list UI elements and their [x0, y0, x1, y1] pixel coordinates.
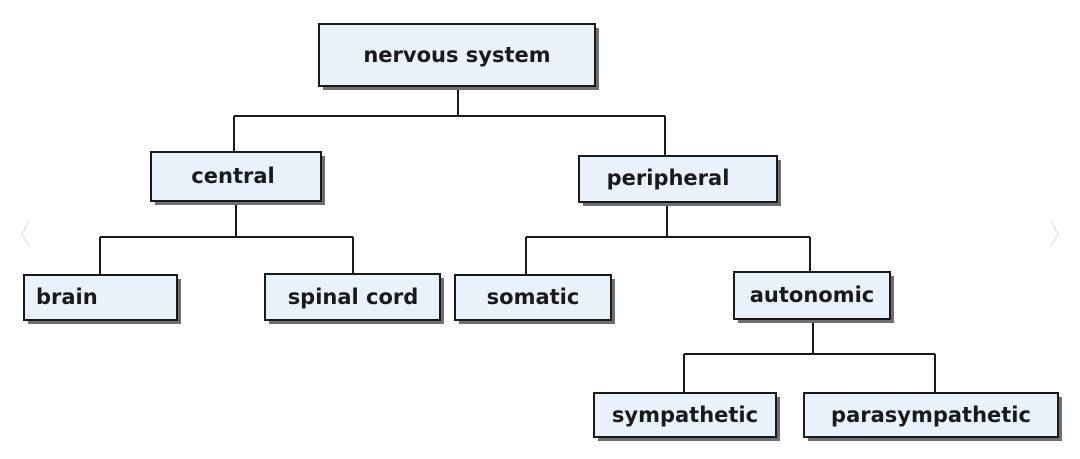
node-autonomic: autonomic	[733, 271, 894, 323]
connector-central-children	[99, 201, 354, 275]
connector-nervous-system-children	[233, 86, 666, 156]
node-label: parasympathetic	[831, 403, 1031, 427]
node-label: somatic	[487, 285, 580, 309]
node-label: autonomic	[750, 283, 875, 307]
node-parasympathetic: parasympathetic	[803, 392, 1062, 441]
chevron-left-icon	[21, 221, 30, 247]
node-label: brain	[36, 285, 98, 309]
node-label: nervous system	[363, 43, 550, 67]
node-nervous-system: nervous system	[318, 23, 599, 90]
node-sympathetic: sympathetic	[593, 392, 780, 441]
node-spinal-cord: spinal cord	[264, 273, 444, 324]
connectors	[99, 86, 936, 393]
chevron-right-icon	[1050, 221, 1059, 247]
node-central: central	[150, 151, 325, 205]
node-label: central	[191, 164, 274, 188]
node-brain: brain	[23, 274, 181, 324]
connector-peripheral-children	[525, 202, 811, 275]
node-peripheral: peripheral	[578, 155, 781, 206]
node-label: peripheral	[607, 166, 730, 190]
node-label: spinal cord	[288, 285, 419, 309]
node-somatic: somatic	[454, 274, 615, 324]
connector-autonomic-children	[683, 319, 936, 393]
node-label: sympathetic	[612, 403, 758, 427]
